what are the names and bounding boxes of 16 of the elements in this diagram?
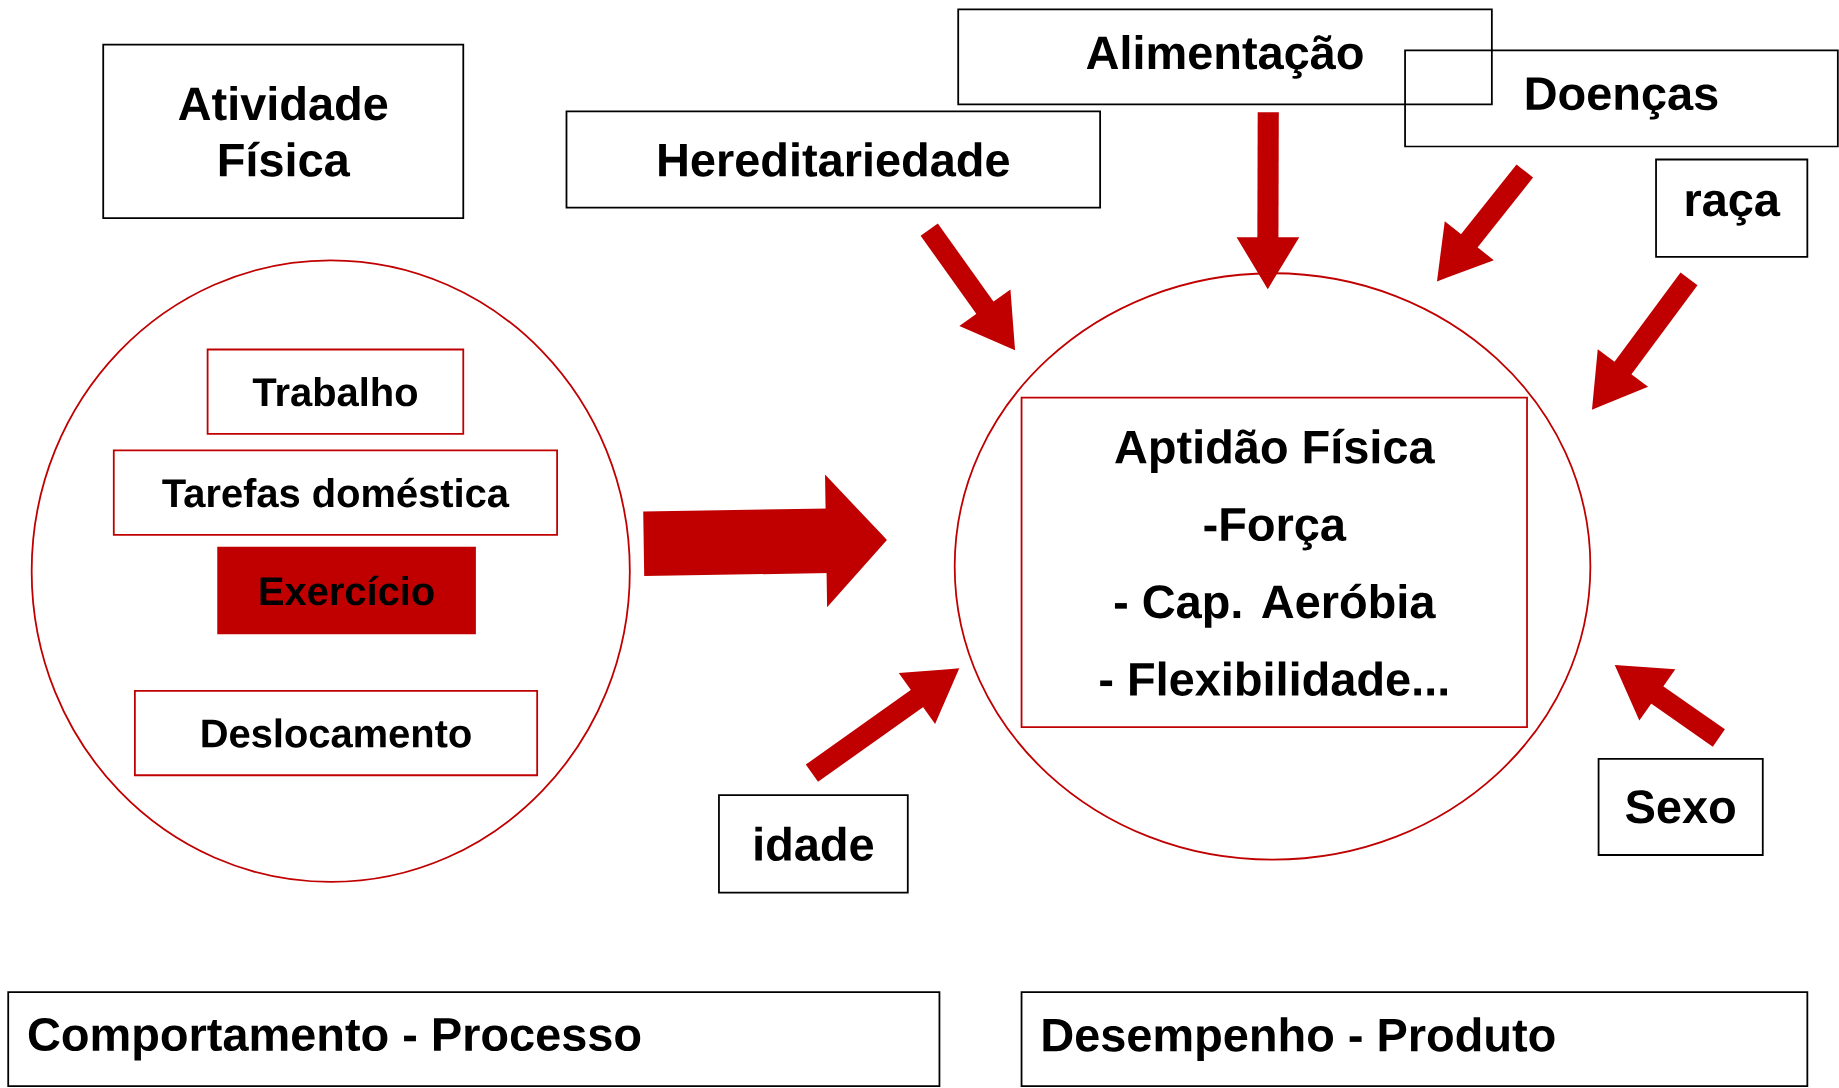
circle (953, 272, 1592, 861)
text-box: Hereditariedade (565, 110, 1102, 209)
text-box: Desempenho - Produto (1020, 991, 1809, 1087)
text-box: raça (1655, 158, 1809, 258)
text-box: Aptidão Física -Força - Cap. Aeróbia - Flexibilidade... (1020, 396, 1528, 728)
text-box: Tarefas doméstica (112, 449, 558, 536)
text-box: Doenças (1404, 49, 1839, 148)
text-box: Alimentação (957, 8, 1493, 106)
circle (30, 259, 631, 883)
text-box: idade (718, 794, 909, 894)
text-box: Atividade Física (102, 43, 465, 219)
text-box: Trabalho (206, 348, 465, 435)
text-box: Deslocamento (134, 689, 539, 776)
text-box: Sexo (1597, 757, 1764, 856)
highlighted-box: Exercício (217, 546, 476, 635)
text-box: Comportamento - Processo (7, 991, 941, 1087)
